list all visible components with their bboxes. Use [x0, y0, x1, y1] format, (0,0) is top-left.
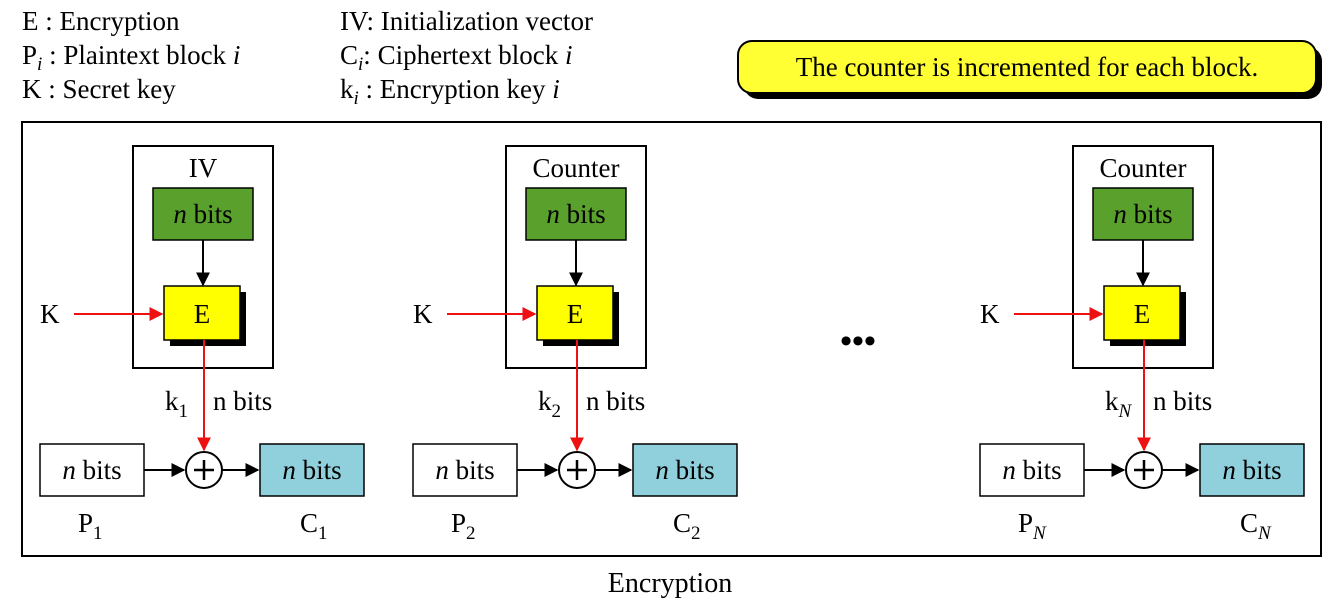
- ciphertext-box: [632, 443, 738, 497]
- counter-callout: The counter is incremented for each bloc…: [737, 40, 1322, 99]
- key-label: K: [40, 299, 60, 329]
- key-label: K: [980, 299, 1000, 329]
- keystream-key-label: kN: [1105, 386, 1133, 422]
- keystream-bits-label: n bits: [213, 386, 272, 416]
- legend-secret-key: K : Secret key: [22, 74, 176, 104]
- counter-bits-box: [1092, 187, 1194, 241]
- ciphertext-bits-label: n bits: [1222, 455, 1281, 485]
- plaintext-box: [979, 443, 1085, 497]
- counter-bits-label: n bits: [1113, 199, 1172, 229]
- plaintext-label: PN: [1018, 508, 1047, 544]
- keystream-bits-label: n bits: [1153, 386, 1212, 416]
- ciphertext-box: [259, 443, 365, 497]
- legend-plaintext: Pi : Plaintext block i: [22, 40, 240, 75]
- plaintext-box: [39, 443, 145, 497]
- plaintext-label: P1: [78, 508, 103, 544]
- legend-encryption: E : Encryption: [22, 6, 180, 36]
- keystream-key-label: k1: [165, 386, 188, 422]
- ciphertext-bits-label: n bits: [282, 455, 341, 485]
- plaintext-bits-label: n bits: [62, 455, 121, 485]
- ellipsis: •••: [840, 323, 876, 360]
- counter-bits-box: [152, 187, 254, 241]
- e-box: [1103, 285, 1181, 341]
- e-box: [536, 285, 614, 341]
- ciphertext-box: [1199, 443, 1305, 497]
- e-label: E: [1134, 299, 1151, 329]
- keystream-bits-label: n bits: [586, 386, 645, 416]
- legend-ciphertext: Ci: Ciphertext block i: [340, 40, 573, 75]
- e-label: E: [194, 299, 211, 329]
- plaintext-label: P2: [451, 508, 476, 544]
- legend-col-2: IV: Initialization vector Ci: Ciphertext…: [340, 6, 593, 109]
- plaintext-bits-label: n bits: [435, 455, 494, 485]
- ciphertext-label: CN: [1240, 508, 1272, 544]
- counter-header: IV: [189, 153, 218, 183]
- ciphertext-label: C1: [300, 508, 328, 544]
- counter-bits-box: [525, 187, 627, 241]
- legend-col-1: E : Encryption Pi : Plaintext block i K …: [22, 6, 240, 104]
- counter-bits-label: n bits: [173, 199, 232, 229]
- e-label: E: [567, 299, 584, 329]
- outer-frame: [21, 121, 1322, 557]
- counter-header: Counter: [1100, 153, 1187, 183]
- e-box: [163, 285, 241, 341]
- legend-encryption-key: ki : Encryption key i: [340, 74, 560, 109]
- legend-iv: IV: Initialization vector: [340, 6, 593, 36]
- callout-text: The counter is incremented for each bloc…: [796, 52, 1259, 82]
- ciphertext-label: C2: [673, 508, 701, 544]
- ciphertext-bits-label: n bits: [655, 455, 714, 485]
- caption: Encryption: [608, 568, 732, 599]
- keystream-key-label: k2: [538, 386, 561, 422]
- counter-header: Counter: [533, 153, 620, 183]
- plaintext-bits-label: n bits: [1002, 455, 1061, 485]
- counter-bits-label: n bits: [546, 199, 605, 229]
- key-label: K: [413, 299, 433, 329]
- callout-fill: [737, 40, 1317, 94]
